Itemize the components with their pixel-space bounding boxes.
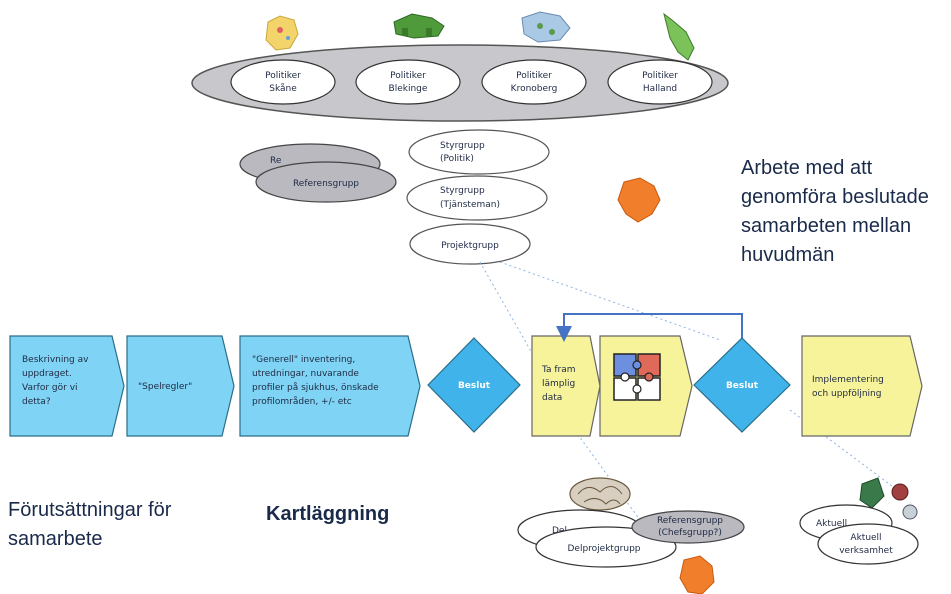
orange-map-icon	[617, 177, 661, 223]
step-text: "Generell" inventering,	[252, 355, 355, 365]
process-step-spelregler[interactable]: "Spelregler"	[126, 335, 235, 437]
process-step-implementering[interactable]: Implementering och uppföljning	[801, 335, 923, 437]
step-text: och uppföljning	[812, 389, 881, 399]
referensgrupp-label: Referensgrupp	[293, 179, 359, 189]
styrgrupp-sublabel: (Tjänsteman)	[440, 200, 500, 210]
politician-region: Kronoberg	[511, 84, 558, 94]
politician-region: Blekinge	[389, 84, 428, 94]
step-text: utredningar, nuvarande	[252, 369, 359, 379]
hidden-group-label: Re	[270, 156, 282, 166]
step-text: detta?	[22, 397, 51, 407]
delprojektgrupp-label: Delprojektgrupp	[567, 544, 640, 554]
delprojektgrupp-stack[interactable]: Del Delprojektgrupp	[517, 509, 677, 568]
politician-label: Politiker	[516, 71, 552, 81]
referensgrupp-chefsgrupp[interactable]: Referensgrupp (Chefsgrupp?)	[631, 510, 745, 544]
styrgrupp-label: Styrgrupp	[440, 186, 485, 196]
label-kartlaggning: Kartläggning	[266, 503, 389, 525]
styrgrupp-tjansteman[interactable]: Styrgrupp (Tjänsteman)	[406, 175, 548, 221]
heading-line: Arbete med att	[741, 157, 873, 179]
orange-map-icon	[679, 555, 715, 594]
politician-skane[interactable]: Politiker Skåne	[230, 59, 336, 105]
step-text: Implementering	[812, 375, 884, 385]
politician-region: Halland	[643, 84, 677, 94]
step-text: "Spelregler"	[138, 382, 192, 392]
dotted-connectors	[479, 261, 901, 521]
politician-halland[interactable]: Politiker Halland	[607, 59, 713, 105]
politician-kronoberg[interactable]: Politiker Kronoberg	[481, 59, 587, 105]
step-text: data	[542, 393, 562, 403]
process-step-beskrivning[interactable]: Beskrivning av uppdraget. Varfor gör vi …	[9, 335, 125, 437]
hidden-group-label: Del	[552, 526, 567, 536]
styrgrupp-sublabel: (Politik)	[440, 154, 474, 164]
bottom-label: samarbete	[8, 528, 103, 550]
politician-blekinge[interactable]: Politiker Blekinge	[355, 59, 461, 105]
aktuell-label: Aktuell	[850, 533, 881, 543]
step-text: lämplig	[542, 379, 575, 389]
step-text: profilområden, +/- etc	[252, 396, 352, 407]
label-forutsattningar: Förutsättningar för samarbete	[8, 499, 172, 550]
styrgrupp-politik[interactable]: Styrgrupp (Politik)	[408, 129, 550, 175]
bottom-label: Förutsättningar för	[8, 499, 172, 521]
hidden-group-label: Aktuell	[816, 519, 847, 529]
politician-label: Politiker	[390, 71, 426, 81]
decision-beslut-1[interactable]: Beslut	[427, 337, 521, 433]
referensgrupp-sublabel: (Chefsgrupp?)	[658, 528, 722, 538]
heading-line: huvudmän	[741, 244, 834, 266]
process-step-ta-fram-data[interactable]: Ta fram lämplig data	[531, 335, 601, 437]
puzzle-icon	[613, 353, 661, 401]
decision-label: Beslut	[726, 381, 759, 391]
referensgrupp-stack[interactable]: Re Referensgrupp	[239, 143, 397, 203]
feedback-arrow	[556, 313, 743, 342]
politician-region: Skåne	[269, 83, 297, 94]
decision-beslut-2[interactable]: Beslut	[693, 337, 791, 433]
process-step-puzzle[interactable]	[599, 335, 693, 437]
heading-right: Arbete med att genomföra beslutade samar…	[741, 157, 929, 266]
step-text: Varfor gör vi	[22, 383, 78, 393]
brain-icon	[569, 477, 631, 511]
heading-line: genomföra beslutade	[741, 186, 929, 208]
referensgrupp-label: Referensgrupp	[657, 516, 723, 526]
styrgrupp-label: Styrgrupp	[440, 141, 485, 151]
step-text: Beskrivning av	[22, 355, 89, 365]
step-text: Ta fram	[541, 365, 576, 375]
projektgrupp-label: Projektgrupp	[441, 241, 499, 251]
aktuell-sublabel: verksamhet	[839, 546, 893, 556]
decision-label: Beslut	[458, 381, 491, 391]
projektgrupp[interactable]: Projektgrupp	[409, 223, 531, 265]
blekinge-map-icon	[393, 13, 445, 39]
politician-label: Politiker	[642, 71, 678, 81]
aktuell-verksamhet-stack[interactable]: Aktuell Aktuell verksamhet	[799, 504, 919, 565]
politician-label: Politiker	[265, 71, 301, 81]
skane-map-icon	[265, 15, 299, 51]
tools-icon	[859, 477, 918, 520]
halland-map-icon	[663, 12, 695, 61]
step-text: uppdraget.	[22, 369, 72, 379]
step-text: profiler på sjukhus, önskade	[252, 382, 379, 393]
heading-line: samarbeten mellan	[741, 215, 911, 237]
kronoberg-map-icon	[521, 11, 571, 43]
process-step-inventering[interactable]: "Generell" inventering, utredningar, nuv…	[239, 335, 421, 437]
